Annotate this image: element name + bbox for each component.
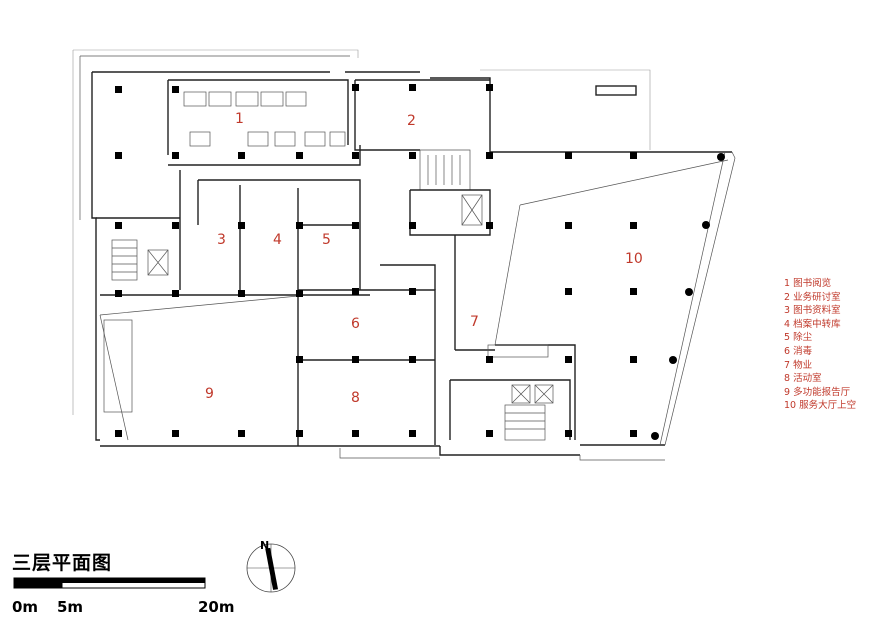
- scale-label-20: 20m: [198, 598, 235, 616]
- outer-boundary: [72, 49, 651, 415]
- room-number-10: 10: [625, 251, 643, 267]
- structural-columns: [115, 84, 725, 440]
- room-number-9: 9: [205, 386, 214, 402]
- exterior-walls: [91, 71, 736, 456]
- scale-bar: [13, 577, 206, 589]
- legend-item: 3 图书资料室: [784, 305, 841, 317]
- legend-item: 7 物业: [784, 359, 813, 371]
- room-legend: 1 图书阅览 2 业务研讨室 3 图书资料室 4 档案中转库 5 除尘 6 消毒…: [784, 277, 856, 413]
- room-number-6: 6: [351, 316, 360, 332]
- reading-tables: [183, 91, 346, 147]
- legend-item: 5 除尘: [784, 332, 813, 344]
- legend-item: 9 多功能报告厅: [784, 386, 851, 398]
- legend-item: 6 消毒: [784, 345, 813, 357]
- room-labels: 1 2 3 4 5 6 7 8 9 10: [205, 111, 643, 406]
- scale-label-5: 5m: [57, 598, 84, 616]
- drawing-title: 三层平面图: [12, 552, 113, 574]
- north-label: N: [260, 539, 269, 552]
- legend-item: 4 档案中转库: [784, 318, 841, 330]
- room-number-3: 3: [217, 232, 226, 248]
- north-arrow: N: [246, 539, 296, 593]
- interior-walls: [96, 79, 665, 461]
- legend-item: 1 图书阅览: [784, 278, 832, 289]
- legend-item: 2 业务研讨室: [784, 291, 841, 303]
- legend-item: 10 服务大厅上空: [784, 400, 857, 412]
- room-number-8: 8: [351, 390, 360, 406]
- room-number-2: 2: [407, 113, 416, 129]
- room-number-5: 5: [322, 232, 331, 248]
- scale-label-0: 0m: [12, 598, 39, 616]
- room-number-7: 7: [470, 314, 479, 330]
- room-number-4: 4: [273, 232, 282, 248]
- legend-item: 8 活动室: [784, 373, 822, 385]
- room-number-1: 1: [235, 111, 244, 127]
